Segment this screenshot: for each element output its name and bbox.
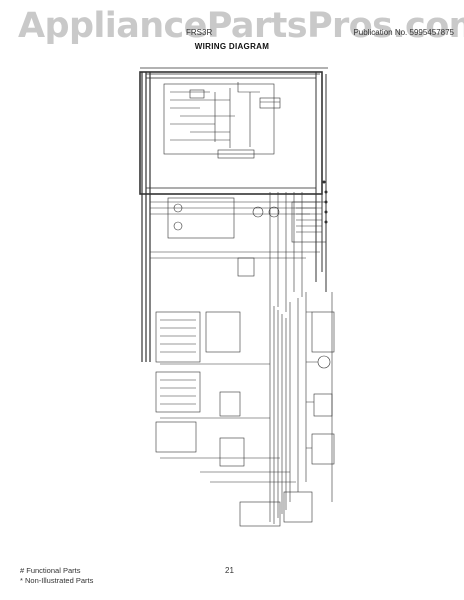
- connector-block-2: [259, 97, 281, 109]
- terminal-lines: [296, 207, 322, 233]
- switch-dot-4: [268, 206, 280, 218]
- bottom-cluster: [239, 501, 281, 527]
- device-group-1: [155, 311, 201, 363]
- footnote-block: # Functional Parts * Non-Illustrated Par…: [20, 566, 93, 586]
- top-bus: [140, 67, 328, 75]
- bottom-device: [283, 491, 313, 523]
- connector-block-1: [189, 89, 205, 99]
- left-bus: [141, 72, 151, 362]
- device-group-2: [205, 311, 241, 353]
- device-group-3: [237, 257, 255, 277]
- mid-wires: [150, 192, 320, 312]
- right-component-1: [311, 311, 335, 353]
- model-number: FRS3R: [186, 28, 213, 37]
- right-bus: [315, 72, 327, 292]
- switch-dot-3: [252, 206, 264, 218]
- right-wires: [306, 292, 333, 502]
- right-component-4: [311, 433, 335, 465]
- page-title: WIRING DIAGRAM: [194, 42, 270, 51]
- wiring-diagram: [139, 67, 335, 527]
- device-group-7: [219, 437, 245, 467]
- switch-dot-2: [173, 221, 183, 231]
- board-traces: [170, 82, 280, 148]
- harness-frame: [139, 71, 323, 195]
- watermark-logo: AppliancePartsPros.com: [18, 6, 464, 46]
- device-group-5: [155, 421, 197, 453]
- functional-parts-note: # Functional Parts: [20, 566, 81, 575]
- right-component-3: [313, 393, 333, 417]
- device-group-4: [155, 371, 201, 413]
- publication-number: Publication No. 5995457875: [353, 28, 454, 37]
- switch-cluster: [167, 197, 235, 239]
- device-group-1-lines: [160, 319, 196, 353]
- lower-harness: [269, 292, 307, 524]
- connector-block-3: [217, 149, 255, 159]
- device-group-6: [219, 391, 241, 417]
- non-illustrated-parts-note: * Non-Illustrated Parts: [20, 576, 94, 585]
- page-number: 21: [225, 566, 234, 575]
- lower-cross-wires: [160, 363, 296, 483]
- right-component-2: [317, 355, 331, 369]
- control-board: [163, 83, 275, 155]
- harness-frame-inner: [145, 77, 317, 189]
- device-group-4-lines: [160, 379, 196, 405]
